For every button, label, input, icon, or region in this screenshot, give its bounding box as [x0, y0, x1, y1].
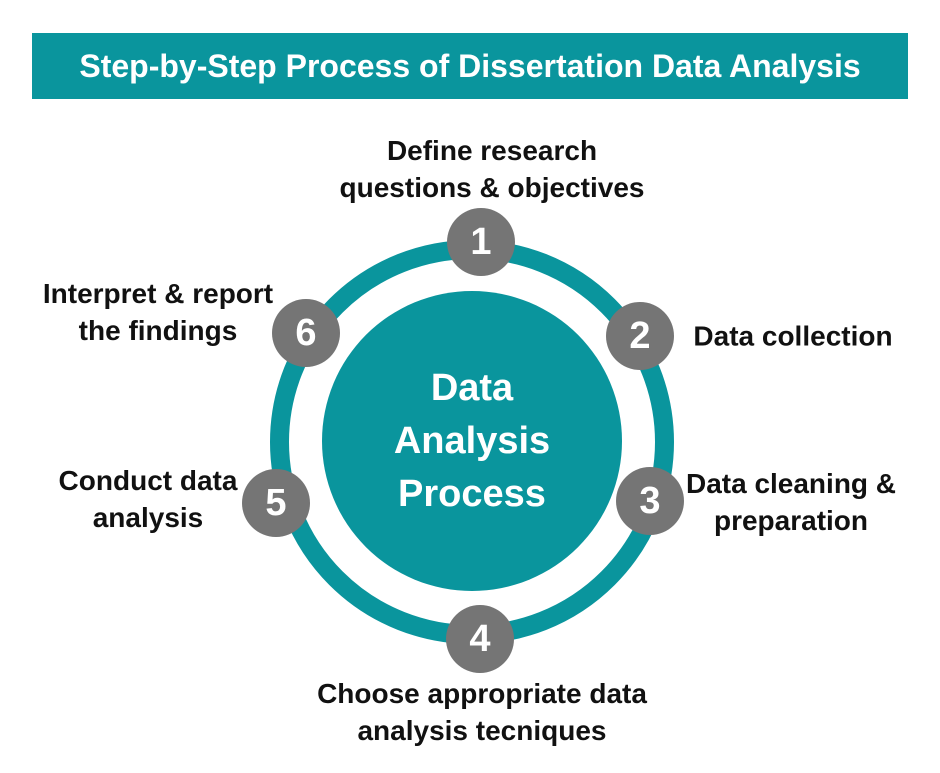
step-node-2: 2: [606, 302, 674, 370]
step-label-5-line-1: Conduct data: [58, 465, 238, 496]
step-number-5: 5: [265, 481, 287, 524]
step-label-4-line-1: Choose appropriate data: [317, 678, 647, 709]
step-label-2: Data collection: [693, 318, 892, 355]
step-number-4: 4: [469, 617, 491, 660]
step-node-6: 6: [272, 299, 340, 367]
step-label-6-line-1: Interpret & report: [42, 278, 274, 309]
step-label-5: Conduct data analysis: [59, 462, 238, 536]
step-node-1: 1: [447, 208, 515, 276]
center-label-line-1: Data: [430, 366, 514, 409]
step-label-6: Interpret & report the findings: [43, 275, 273, 349]
step-label-5-line-2: analysis: [92, 502, 204, 533]
center-label-line-2: Analysis: [393, 419, 551, 462]
step-label-4-line-2: analysis tecniques: [357, 715, 607, 746]
step-label-3-line-2: preparation: [713, 505, 869, 536]
step-number-6: 6: [295, 311, 317, 354]
step-number-3: 3: [639, 479, 661, 522]
step-number-1: 1: [470, 220, 492, 263]
step-label-2-line-1: Data collection: [693, 320, 893, 352]
center-label-line-3: Process: [398, 472, 546, 515]
step-label-3: Data cleaning & preparation: [686, 465, 896, 539]
step-label-6-line-2: the findings: [78, 315, 238, 346]
step-node-3: 3: [616, 467, 684, 535]
step-label-1-line-1: Define research: [386, 135, 598, 166]
step-label-3-line-1: Data cleaning &: [685, 468, 897, 499]
step-label-1: Define research questions & objectives: [340, 132, 645, 206]
page-title: Step-by-Step Process of Dissertation Dat…: [79, 47, 861, 84]
step-label-1-line-2: questions & objectives: [339, 172, 645, 203]
step-node-4: 4: [446, 605, 514, 673]
title-banner: Step-by-Step Process of Dissertation Dat…: [32, 33, 908, 99]
center-circle: Data Analysis Process: [322, 291, 622, 591]
step-node-5: 5: [242, 469, 310, 537]
step-label-4: Choose appropriate data analysis tecniqu…: [317, 675, 647, 749]
step-number-2: 2: [629, 314, 651, 357]
